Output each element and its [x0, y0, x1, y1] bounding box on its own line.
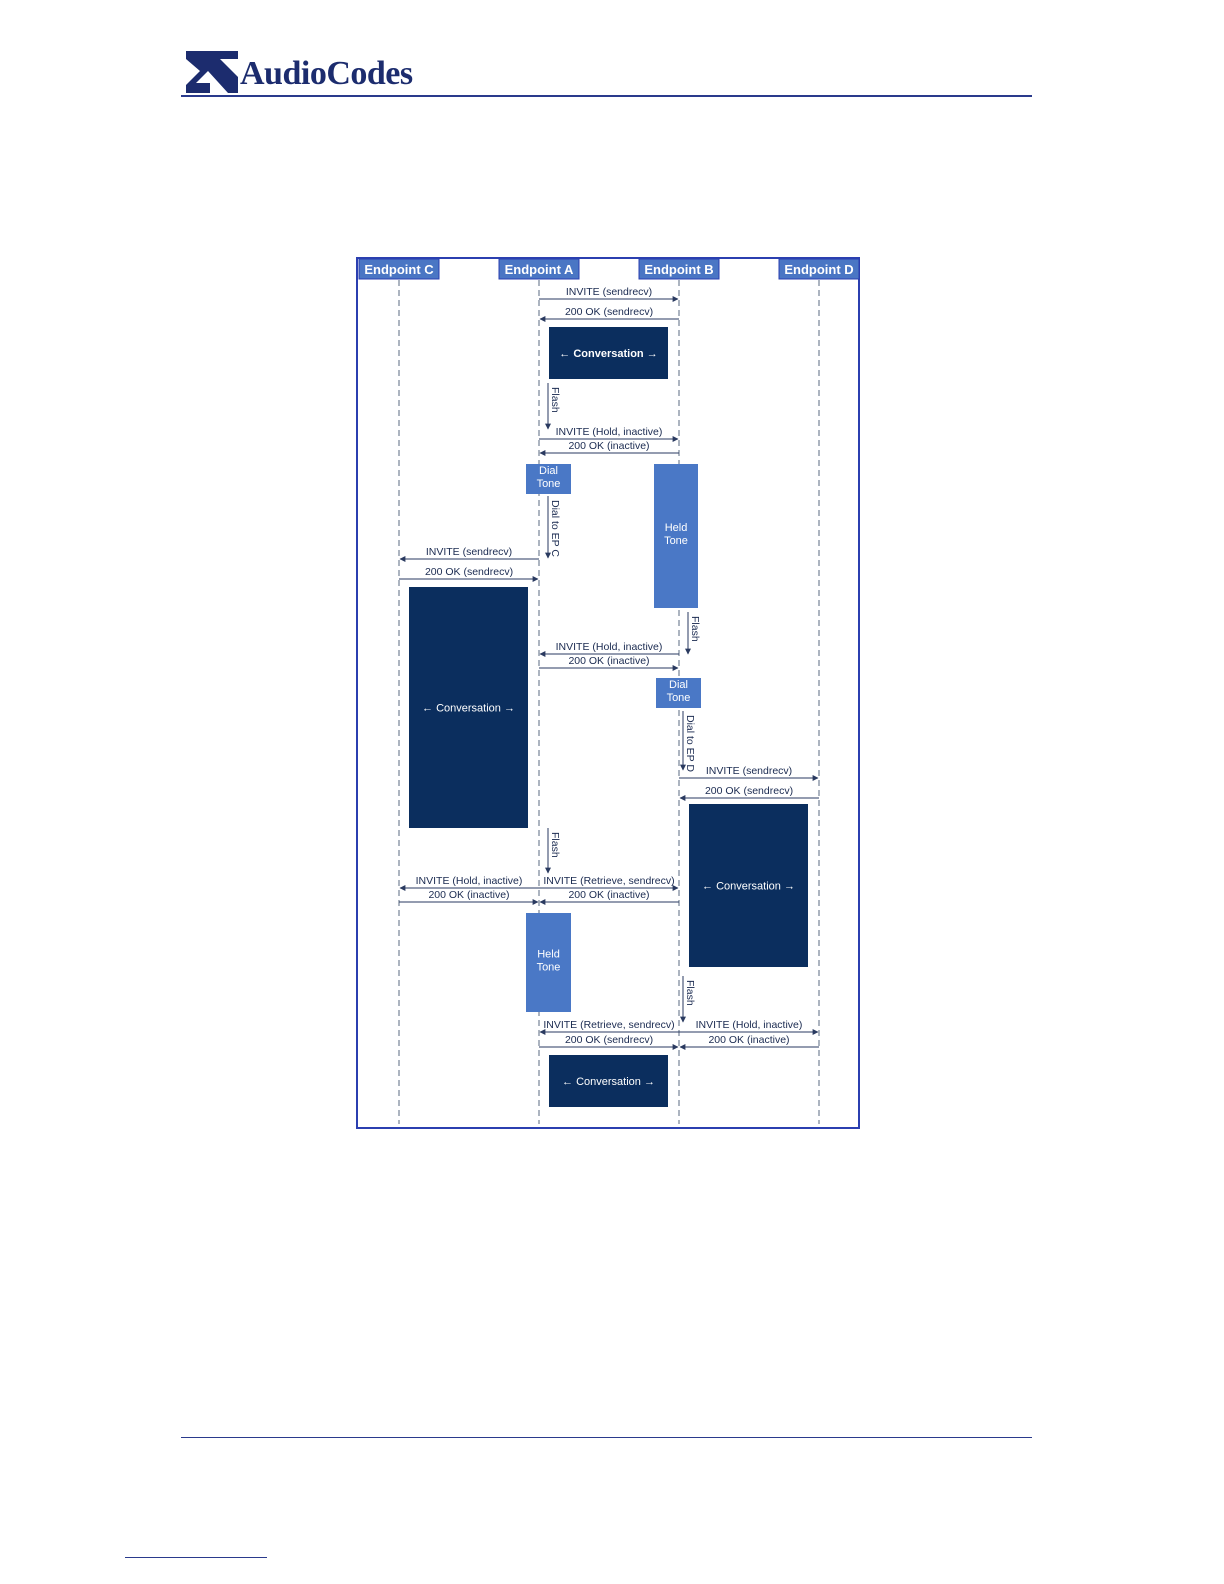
- message: 200 OK (inactive): [539, 440, 679, 456]
- participant-d: Endpoint D: [778, 258, 860, 280]
- conversation-box: ← Conversation →: [549, 327, 668, 379]
- message: 200 OK (inactive): [679, 1034, 819, 1050]
- message: 200 OK (sendrecv): [539, 1034, 679, 1050]
- participant-a: Endpoint A: [498, 258, 580, 280]
- action-label: Flash: [689, 616, 701, 642]
- message-label: INVITE (Retrieve, sendrecv): [543, 1019, 674, 1031]
- action: Flash: [685, 612, 701, 655]
- message: 200 OK (sendrecv): [679, 785, 819, 801]
- action: Flash: [545, 828, 561, 874]
- participant-label: Endpoint C: [364, 262, 434, 277]
- message-label: INVITE (sendrecv): [566, 286, 652, 298]
- message-label: INVITE (sendrecv): [426, 546, 512, 558]
- message-label: 200 OK (sendrecv): [565, 1034, 653, 1046]
- header-rule: [181, 95, 1032, 97]
- message: INVITE (Retrieve, sendrecv): [539, 875, 679, 891]
- footnote-rule: [125, 1557, 267, 1558]
- message: 200 OK (inactive): [539, 655, 679, 671]
- action-label: Flash: [549, 832, 561, 858]
- message-label: 200 OK (sendrecv): [425, 566, 513, 578]
- message: 200 OK (inactive): [539, 889, 679, 905]
- participant-label: Endpoint B: [644, 262, 713, 277]
- action: Dial to EP C: [545, 496, 561, 559]
- activity-label-line: Dial: [539, 465, 558, 477]
- message-label: 200 OK (inactive): [568, 655, 649, 667]
- participant-b: Endpoint B: [638, 258, 720, 280]
- action-label: Flash: [684, 980, 696, 1006]
- activity-label-line: Held: [537, 949, 560, 961]
- action-label: Dial to EP D: [684, 715, 696, 772]
- footer-rule: [181, 1437, 1032, 1438]
- message-label: 200 OK (inactive): [428, 889, 509, 901]
- participant-c: Endpoint C: [358, 258, 440, 280]
- message-label: INVITE (Hold, inactive): [696, 1019, 803, 1031]
- message-label: 200 OK (inactive): [708, 1034, 789, 1046]
- message-label: INVITE (Retrieve, sendrecv): [543, 875, 674, 887]
- message: INVITE (Hold, inactive): [539, 641, 679, 657]
- activity-label-line: Tone: [537, 962, 561, 974]
- message-label: 200 OK (inactive): [568, 889, 649, 901]
- action-label: Dial to EP C: [549, 500, 561, 557]
- audiocodes-logo-icon: [186, 51, 238, 93]
- activity-label-line: Held: [665, 522, 688, 534]
- message: 200 OK (sendrecv): [399, 566, 539, 582]
- action: Flash: [545, 383, 561, 430]
- message-label: 200 OK (sendrecv): [705, 785, 793, 797]
- brand-name: AudioCodes: [240, 55, 413, 92]
- activity-label-line: Dial: [669, 679, 688, 691]
- message: INVITE (Retrieve, sendrecv): [539, 1019, 679, 1035]
- message: INVITE (Hold, inactive): [539, 426, 679, 442]
- message: INVITE (Hold, inactive): [399, 875, 539, 891]
- message: INVITE (sendrecv): [539, 286, 679, 302]
- message-label: INVITE (Hold, inactive): [556, 641, 663, 653]
- conversation-box: ← Conversation →: [409, 587, 528, 828]
- participant-label: Endpoint D: [784, 262, 853, 277]
- message: 200 OK (inactive): [399, 889, 539, 905]
- activity-label: ← Conversation →: [702, 881, 795, 893]
- activity-label: ← Conversation →: [559, 348, 657, 360]
- message: 200 OK (sendrecv): [539, 306, 679, 322]
- action-label: Flash: [549, 387, 561, 413]
- conversation-box: ← Conversation →: [689, 804, 808, 967]
- conversation-box: ← Conversation →: [549, 1055, 668, 1107]
- action: Dial to EP D: [680, 711, 696, 772]
- activity-label-line: Tone: [664, 535, 688, 547]
- activity-label: ← Conversation →: [562, 1076, 655, 1088]
- diagram-frame: [356, 257, 860, 1129]
- message-label: INVITE (Hold, inactive): [556, 426, 663, 438]
- action: Flash: [680, 976, 696, 1023]
- participant-label: Endpoint A: [505, 262, 574, 277]
- message: INVITE (sendrecv): [679, 765, 819, 781]
- message-label: 200 OK (sendrecv): [565, 306, 653, 318]
- message: INVITE (Hold, inactive): [679, 1019, 819, 1035]
- message-label: INVITE (sendrecv): [706, 765, 792, 777]
- activity-label-line: Tone: [537, 478, 561, 490]
- activity-label-line: Tone: [667, 692, 691, 704]
- message-label: INVITE (Hold, inactive): [416, 875, 523, 887]
- message-label: 200 OK (inactive): [568, 440, 649, 452]
- activity-label: ← Conversation →: [422, 703, 515, 715]
- message: INVITE (sendrecv): [399, 546, 539, 562]
